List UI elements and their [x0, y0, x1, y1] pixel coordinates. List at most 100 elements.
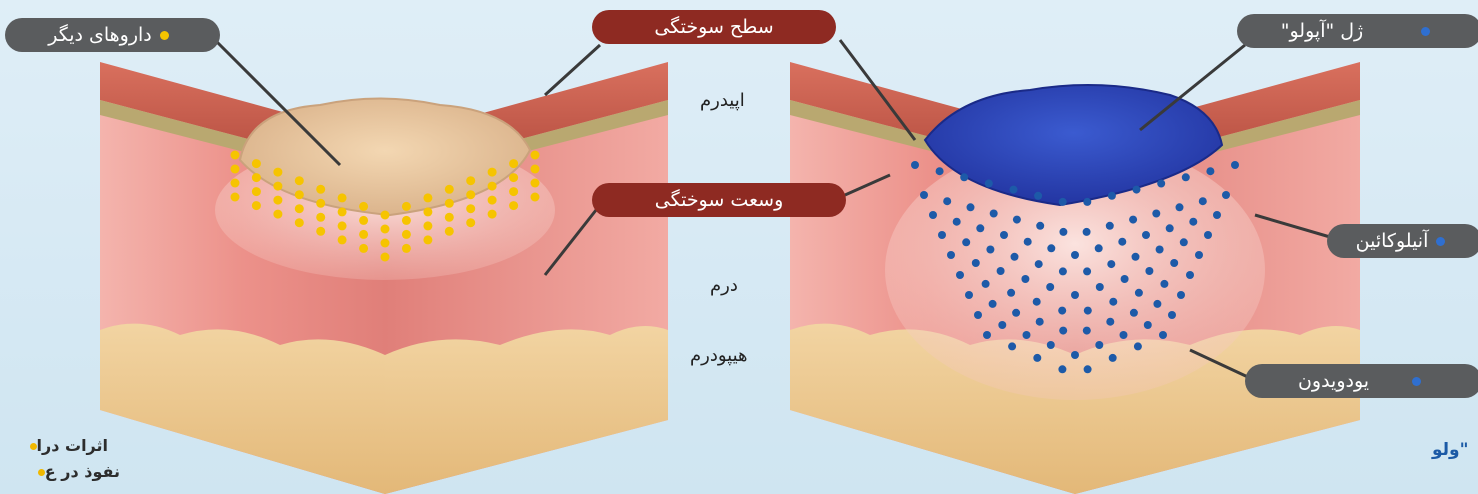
blue-dot: [1035, 260, 1043, 268]
blue-dot: [1095, 244, 1103, 252]
blue-dot: [989, 300, 997, 308]
layer-hypodermis: هیپودرم: [690, 345, 748, 366]
yellow-dot: [531, 193, 540, 202]
blue-dot: [1145, 267, 1153, 275]
blue-dot: [1121, 275, 1129, 283]
blue-dot: [1021, 275, 1029, 283]
yellow-dot: [402, 230, 411, 239]
yellow-dot: [252, 187, 261, 196]
yellow-dot: [381, 225, 390, 234]
blue-dot: [962, 238, 970, 246]
yellow-dot: [359, 202, 368, 211]
blue-dot: [967, 203, 975, 211]
yellow-dot: [316, 185, 325, 194]
yellow-dot: [252, 173, 261, 182]
blue-dot: [960, 173, 968, 181]
blue-dot-icon: [1412, 377, 1421, 386]
blue-dot: [953, 218, 961, 226]
blue-dot: [983, 331, 991, 339]
blue-dot: [1107, 260, 1115, 268]
blue-dot: [1159, 331, 1167, 339]
yellow-dot: [295, 204, 304, 213]
blue-dot: [1058, 307, 1066, 315]
yellow-dot: [509, 201, 518, 210]
blue-dot: [1109, 298, 1117, 306]
blue-dot: [985, 180, 993, 188]
blue-dot: [998, 321, 1006, 329]
blue-dot: [1084, 365, 1092, 373]
blue-dot: [1213, 211, 1221, 219]
blue-dot: [1176, 203, 1184, 211]
yellow-dot: [423, 207, 432, 216]
yellow-dot: [359, 244, 368, 253]
yellow-dot: [295, 190, 304, 199]
blue-dot: [1106, 222, 1114, 230]
blue-dot: [1182, 173, 1190, 181]
yellow-dot: [402, 202, 411, 211]
layer-dermis: درم: [710, 275, 738, 296]
yellow-dot: [359, 216, 368, 225]
blue-dot: [1195, 251, 1203, 259]
yellow-dot: [423, 235, 432, 244]
yellow-dot: [445, 227, 454, 236]
blue-dot: [972, 259, 980, 267]
blue-dot: [1168, 311, 1176, 319]
note-effects: اثرات درا: [0, 436, 108, 455]
blue-dot: [920, 191, 928, 199]
blue-dot: [997, 267, 1005, 275]
blue-dot: [986, 246, 994, 254]
blue-dot: [1177, 291, 1185, 299]
right-skin-block: [790, 62, 1360, 494]
blue-dot: [1166, 224, 1174, 232]
blue-dot: [1083, 327, 1091, 335]
yellow-dot: [252, 159, 261, 168]
blue-dot: [1186, 271, 1194, 279]
label-aniluquine: آنیلوکائین: [1327, 224, 1478, 258]
blue-dot: [1010, 186, 1018, 194]
label-burn-extent: وسعت سوختگی: [592, 183, 846, 217]
yellow-bullet-icon: [38, 469, 45, 476]
blue-dot: [1071, 291, 1079, 299]
blue-dot: [1156, 246, 1164, 254]
yellow-dot: [338, 221, 347, 230]
yellow-dot: [531, 165, 540, 174]
blue-dot: [1142, 231, 1150, 239]
blue-dot: [943, 197, 951, 205]
blue-dot: [1108, 192, 1116, 200]
yellow-dot: [488, 210, 497, 219]
blue-dot: [1130, 309, 1138, 317]
blue-dot: [1083, 267, 1091, 275]
yellow-dot: [531, 151, 540, 160]
blue-dot: [1000, 231, 1008, 239]
yellow-dot: [316, 213, 325, 222]
note-apollo-partial: ولو": [1432, 440, 1468, 460]
blue-dot: [1096, 283, 1104, 291]
yellow-dot: [488, 182, 497, 191]
blue-dot: [1222, 191, 1230, 199]
blue-dot: [1024, 238, 1032, 246]
blue-dot: [1133, 186, 1141, 194]
blue-dot: [1058, 365, 1066, 373]
yellow-dot: [231, 193, 240, 202]
blue-dot: [1036, 318, 1044, 326]
label-burn-surface: سطح سوختگی: [592, 10, 836, 44]
blue-dot: [965, 291, 973, 299]
blue-dot: [1095, 341, 1103, 349]
blue-dot: [1153, 300, 1161, 308]
blue-dot: [1059, 267, 1067, 275]
blue-dot: [1189, 218, 1197, 226]
blue-dot: [929, 211, 937, 219]
blue-dot-icon: [1421, 27, 1430, 36]
yellow-dot: [423, 193, 432, 202]
yellow-dot: [509, 159, 518, 168]
yellow-dot: [252, 201, 261, 210]
blue-dot: [1059, 327, 1067, 335]
blue-dot: [1199, 197, 1207, 205]
yellow-dot: [445, 213, 454, 222]
yellow-dot: [231, 179, 240, 188]
yellow-dot: [273, 182, 282, 191]
blue-dot: [1084, 307, 1092, 315]
blue-dot: [1135, 289, 1143, 297]
blue-dot: [1120, 331, 1128, 339]
